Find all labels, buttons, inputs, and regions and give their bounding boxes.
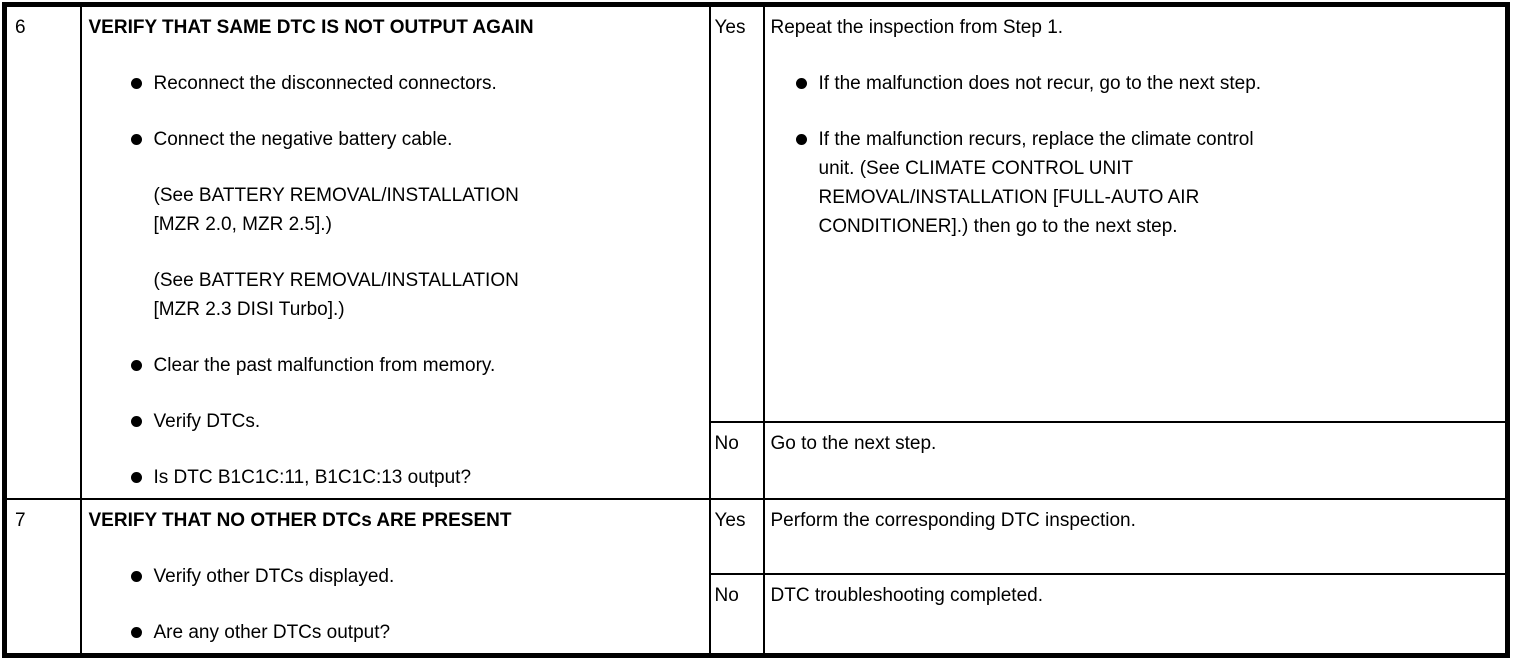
action-bullet-item: Are any other DTCs output? [89,618,701,647]
result-lead-text: Repeat the inspection from Step 1. [770,17,1064,38]
answer-cell: No [708,572,765,657]
bullet-icon [130,627,142,638]
step-title: VERIFY THAT NO OTHER DTCs ARE PRESENT [88,510,512,531]
action-cell: VERIFY THAT SAME DTC IS NOT OUTPUT AGAIN… [79,3,711,500]
answer-cell: No [708,420,765,501]
action-bullet-item: Connect the negative battery cable. [89,125,701,154]
answer-cell: Yes [708,3,765,423]
bullet-icon [130,78,142,89]
step-number: 6 [15,17,26,38]
step-6-no-row: No Go to the next step. [5,420,1509,501]
bullet-icon [130,134,142,145]
bullet-icon [795,78,807,89]
action-bullet-text: Verify DTCs. [153,411,261,432]
action-bullet-item: Verify DTCs. [89,407,701,436]
result-bullet-item: If the malfunction does not recur, go to… [771,69,1498,98]
bullet-icon [130,416,142,427]
action-cell: VERIFY THAT NO OTHER DTCs ARE PRESENT Ver… [79,498,711,657]
step-6-yes-row: 6 VERIFY THAT SAME DTC IS NOT OUTPUT AGAI… [3,3,1509,500]
action-bullet-item: Verify other DTCs displayed. [89,562,701,591]
step-title: VERIFY THAT SAME DTC IS NOT OUTPUT AGAIN [88,17,534,38]
answer-label: No [714,432,739,454]
action-bullet-text: Is DTC B1C1C:11, B1C1C:13 output? [153,467,472,488]
result-lead-text: DTC troubleshooting completed. [770,584,1043,606]
bullet-icon [130,571,142,582]
result-bullet-text: If the malfunction recurs, replace the c… [818,129,1254,237]
action-bullet-text: Verify other DTCs displayed. [153,566,395,587]
result-cell: DTC troubleshooting completed. [762,572,1509,657]
action-note-text: (See BATTERY REMOVAL/INSTALLATION [MZR 2… [153,270,519,320]
action-note-text: (See BATTERY REMOVAL/INSTALLATION [MZR 2… [153,185,519,235]
answer-label: Yes [714,510,746,531]
result-cell: Repeat the inspection from Step 1. If the… [762,3,1509,423]
answer-cell: Yes [708,498,765,575]
answer-label: No [714,584,739,606]
step-number-cell: 7 [3,498,82,657]
step-7-no-row: No DTC troubleshooting completed. [5,572,1509,657]
step-number: 7 [15,510,26,531]
step-number-cell: 6 [3,3,82,500]
answer-label: Yes [714,17,746,38]
action-bullet-text: Reconnect the disconnected connectors. [153,73,497,94]
bullet-icon [795,134,807,145]
action-bullet-item: Reconnect the disconnected connectors. [89,69,701,98]
bullet-icon [130,360,142,371]
result-bullet-item: If the malfunction recurs, replace the c… [771,125,1498,241]
action-bullet-text: Clear the past malfunction from memory. [153,355,496,376]
result-cell: Go to the next step. [762,420,1509,501]
result-bullet-text: If the malfunction does not recur, go to… [818,73,1262,94]
step-7-yes-row: 7 VERIFY THAT NO OTHER DTCs ARE PRESENT Ve… [3,498,1509,657]
bullet-icon [130,472,142,483]
result-lead-text: Perform the corresponding DTC inspection… [770,510,1136,531]
action-bullet-item: Clear the past malfunction from memory. [89,351,701,380]
result-lead-text: Go to the next step. [770,432,937,454]
action-bullet-text: Are any other DTCs output? [153,622,391,643]
action-bullet-item: Is DTC B1C1C:11, B1C1C:13 output? [89,463,701,492]
action-bullet-text: Connect the negative battery cable. [153,129,453,150]
result-cell: Perform the corresponding DTC inspection… [762,498,1509,575]
